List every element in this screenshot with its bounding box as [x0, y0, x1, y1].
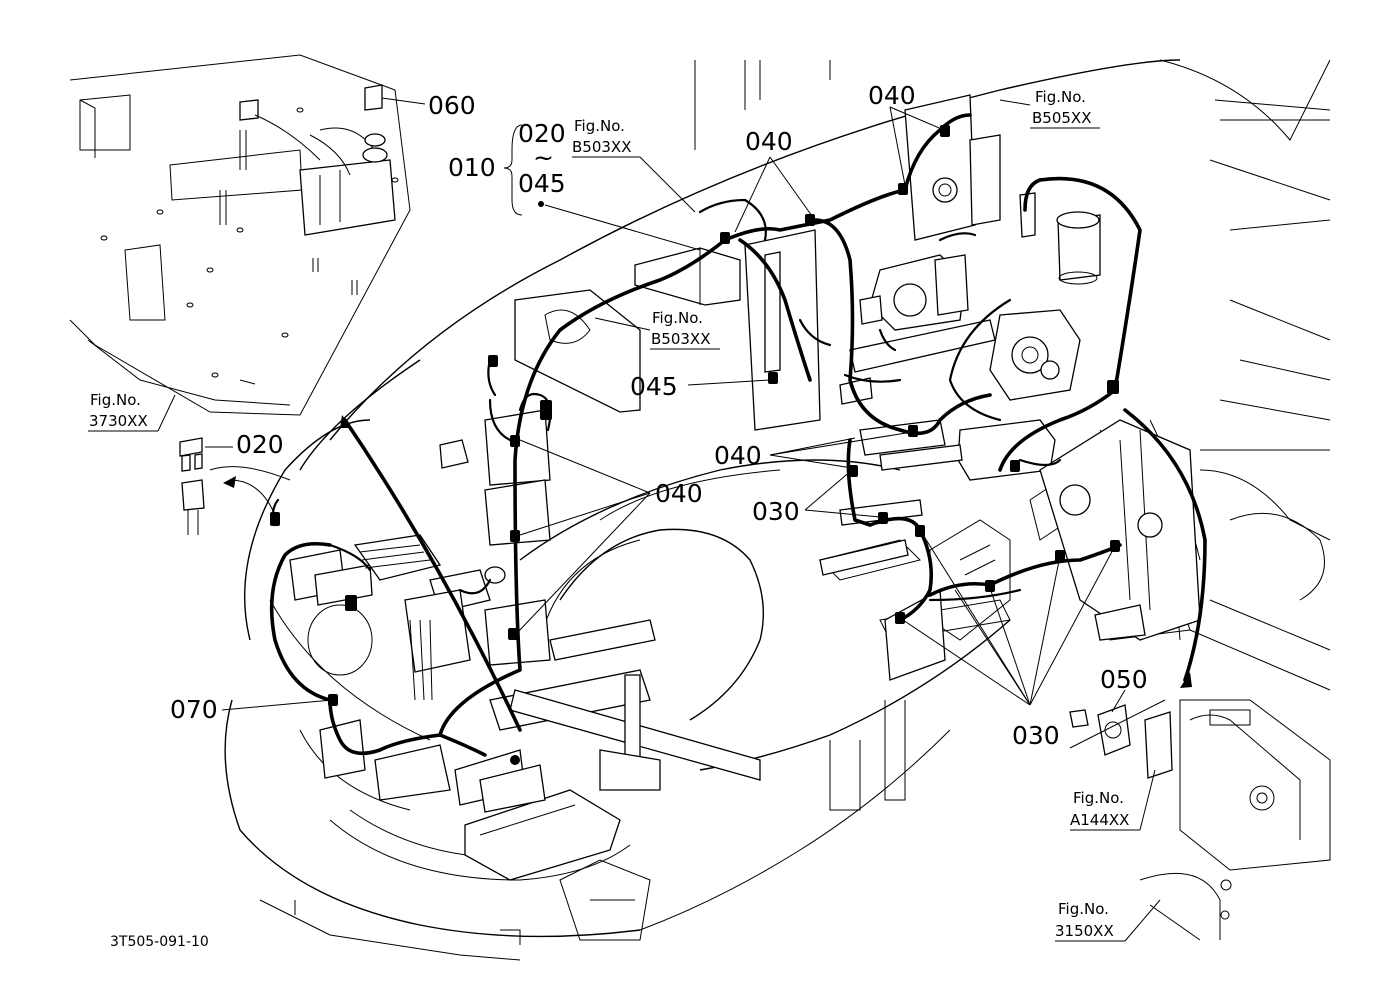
callout-040-left: 040: [655, 479, 703, 508]
fig-ref-number: 3730XX: [89, 412, 148, 430]
wire-harness: [269, 113, 1207, 757]
callouts: 060 010 020 ~ 045 040 040 045 040 040 03…: [170, 81, 1148, 750]
fig-ref-label: Fig.No.: [574, 117, 625, 135]
fig-ref-number: 3150XX: [1055, 922, 1114, 940]
fig-ref-b503xx-top: Fig.No. B503XX: [572, 117, 631, 156]
callout-range-tilde: ~: [533, 143, 554, 172]
fig-ref-label: Fig.No.: [1058, 900, 1109, 918]
fig-ref-label: Fig.No.: [652, 309, 703, 327]
callout-020-left: 020: [236, 430, 284, 459]
callout-030-mid: 030: [752, 497, 800, 526]
fig-ref-label: Fig.No.: [90, 391, 141, 409]
callout-040-mid-right: 040: [714, 441, 762, 470]
background-linework: [69, 54, 1331, 961]
callout-040-top-right: 040: [868, 81, 916, 110]
fig-ref-label: Fig.No.: [1035, 88, 1086, 106]
figure-references: Fig.No. B503XX Fig.No. B503XX Fig.No. B5…: [89, 88, 1129, 940]
callout-045-mid: 045: [630, 372, 678, 401]
fig-ref-b505xx: Fig.No. B505XX: [1032, 88, 1091, 127]
fig-ref-3150xx: Fig.No. 3150XX: [1055, 900, 1114, 940]
fig-ref-3730xx: Fig.No. 3730XX: [89, 391, 148, 430]
callout-010: 010: [448, 153, 496, 182]
fig-ref-number: B505XX: [1032, 109, 1091, 127]
drawing-code: 3T505-091-10: [110, 934, 209, 950]
callout-060: 060: [428, 91, 476, 120]
callout-050: 050: [1100, 665, 1148, 694]
fig-ref-a144xx: Fig.No. A144XX: [1070, 789, 1129, 829]
harness-clips: [270, 125, 1120, 765]
fig-ref-b503xx-mid: Fig.No. B503XX: [651, 309, 710, 348]
fig-ref-number: B503XX: [651, 330, 710, 348]
fig-ref-number: B503XX: [572, 138, 631, 156]
callout-030-bottom: 030: [1012, 721, 1060, 750]
fig-ref-number: A144XX: [1070, 811, 1129, 829]
callout-040-top-center: 040: [745, 127, 793, 156]
fig-ref-label: Fig.No.: [1073, 789, 1124, 807]
callout-045-range-end: 045: [518, 169, 566, 198]
callout-020-range-start: 020: [518, 119, 566, 148]
callout-070: 070: [170, 695, 218, 724]
leader-lines: [88, 97, 1192, 942]
